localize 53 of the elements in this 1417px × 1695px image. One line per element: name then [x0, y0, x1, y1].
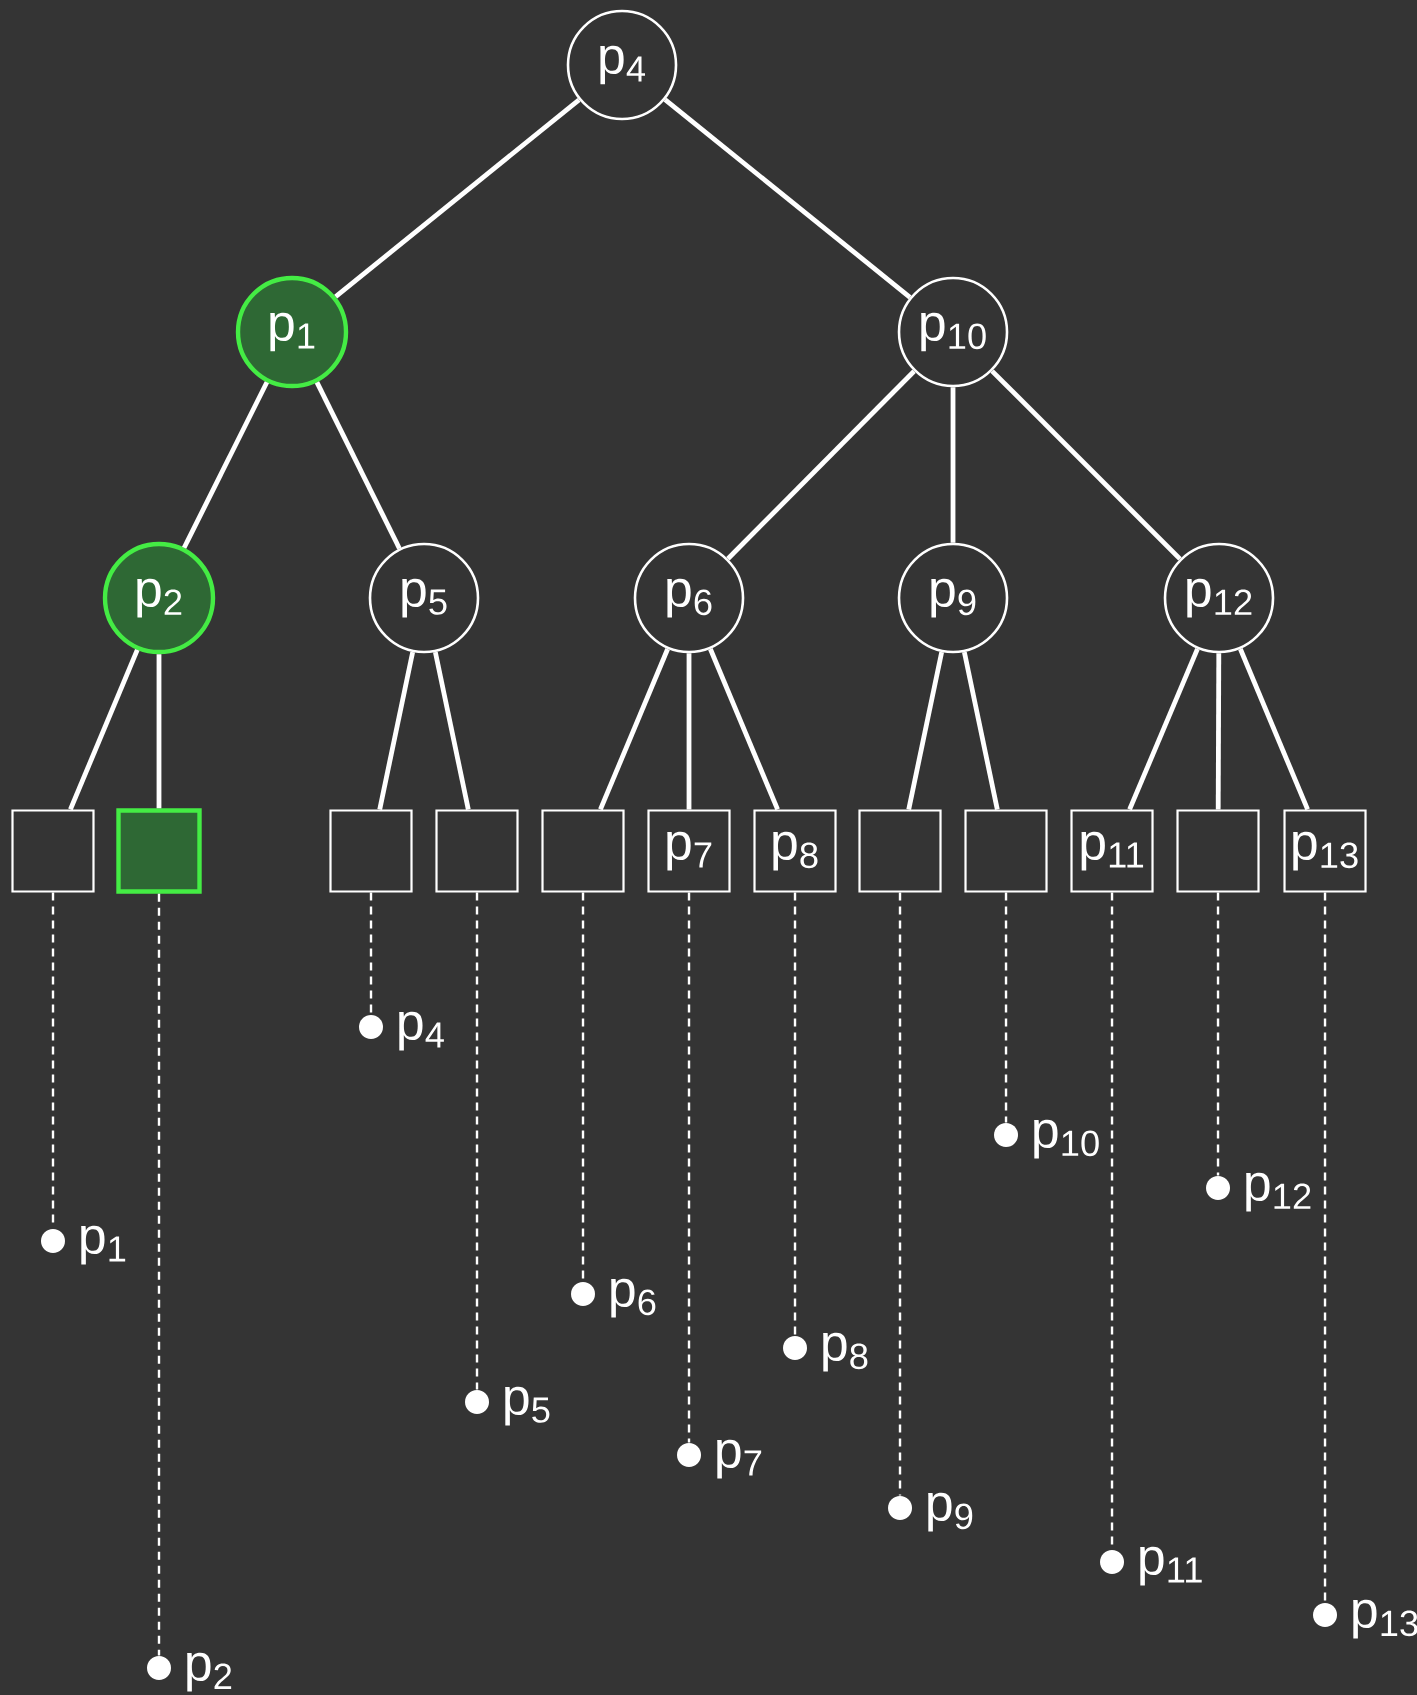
leaf-box	[329, 809, 413, 893]
tree-edge	[962, 651, 1000, 810]
dashed-line	[369, 892, 373, 1015]
point-label: p$_{5}$	[505, 1386, 550, 1426]
point-label: p$_{13}$	[1353, 1599, 1417, 1639]
dashed-line	[898, 892, 902, 1496]
tree-edge	[950, 387, 956, 543]
point-label: p$_{6}$	[611, 1278, 656, 1318]
tree-edge	[433, 651, 471, 810]
dashed-line	[793, 892, 797, 1336]
leaf-box	[858, 809, 942, 893]
point-label: p$_{12}$	[1246, 1172, 1311, 1212]
leaf-box: p$_{11}$	[1070, 809, 1154, 893]
leaf-box: p$_{13}$	[1283, 809, 1367, 893]
tree-edge	[314, 381, 402, 550]
tree-edge	[1238, 648, 1310, 811]
point-label: p$_{7}$	[717, 1439, 762, 1479]
tree-edge	[726, 369, 916, 561]
point-label: p$_{9}$	[928, 1492, 973, 1532]
tree-edge	[686, 653, 692, 810]
tree-edge	[182, 381, 269, 549]
leaf-box	[1176, 809, 1260, 893]
tree-edge	[598, 648, 670, 811]
tree-edge	[68, 648, 140, 811]
tree-edge	[156, 654, 162, 809]
tree-edge	[377, 651, 415, 810]
leaf-box	[116, 808, 202, 894]
point-label: p$_{11}$	[1140, 1546, 1202, 1586]
leaf-box	[11, 809, 95, 893]
leaf-box	[435, 809, 519, 893]
point-label: p$_{8}$	[823, 1332, 868, 1372]
dashed-line	[581, 892, 585, 1282]
leaf-box: p$_{8}$	[753, 809, 837, 893]
tree-edge	[990, 369, 1182, 561]
tree-edge	[906, 651, 945, 810]
leaf-box: p$_{7}$	[647, 809, 731, 893]
leaf-box	[964, 809, 1048, 893]
tree-edge	[663, 97, 912, 300]
tree-edge	[1127, 648, 1200, 811]
dashed-line	[475, 892, 479, 1390]
dashed-line	[687, 892, 691, 1443]
tree-edge	[708, 648, 780, 811]
point-label: p$_{2}$	[187, 1652, 232, 1692]
leaf-box	[541, 809, 625, 893]
point-label: p$_{1}$	[81, 1225, 126, 1265]
dashed-line	[1004, 892, 1008, 1123]
dashed-line	[1323, 892, 1327, 1603]
point-label: p$_{4}$	[399, 1011, 444, 1051]
dashed-line	[1216, 892, 1220, 1176]
dashed-line	[157, 893, 161, 1656]
tree-edge	[334, 97, 581, 299]
tree-edge	[1215, 653, 1222, 810]
point-label: p$_{10}$	[1034, 1119, 1099, 1159]
